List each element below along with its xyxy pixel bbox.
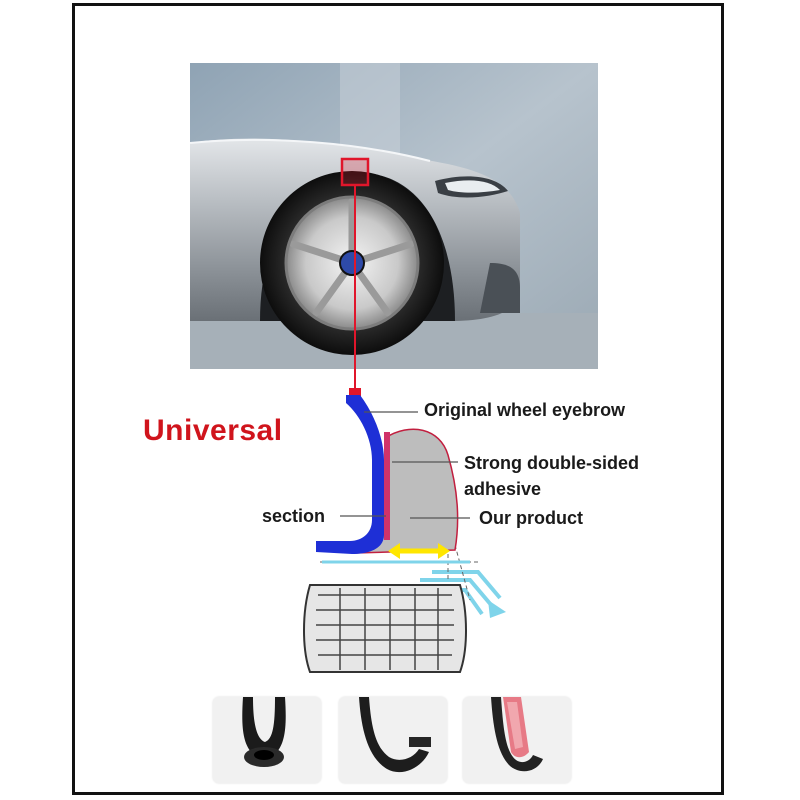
trim-profile-black-icon <box>213 697 321 783</box>
fender-profile <box>316 395 384 554</box>
trim-profile-lip-icon <box>339 697 447 783</box>
label-section: section <box>262 506 326 526</box>
thumbnail-2 <box>339 697 447 783</box>
label-original-wheel-eyebrow: Original wheel eyebrow <box>424 400 626 420</box>
tire-tread-icon <box>303 584 467 673</box>
label-our-product: Our product <box>479 508 583 528</box>
label-adhesive-line2: adhesive <box>464 479 542 499</box>
width-arrow-icon <box>388 543 450 559</box>
thumbnail-1 <box>213 697 321 783</box>
adhesive-strip <box>384 432 390 540</box>
guide-marker <box>349 388 361 398</box>
label-adhesive-line1: Strong double-sided <box>464 453 639 473</box>
universal-headline: Universal <box>143 414 283 447</box>
car-illustration <box>190 63 598 369</box>
thumbnail-3 <box>463 697 571 783</box>
trim-profile-adhesive-icon <box>463 697 571 783</box>
car-wheel-photo <box>190 63 598 369</box>
leader-lines <box>340 411 470 519</box>
